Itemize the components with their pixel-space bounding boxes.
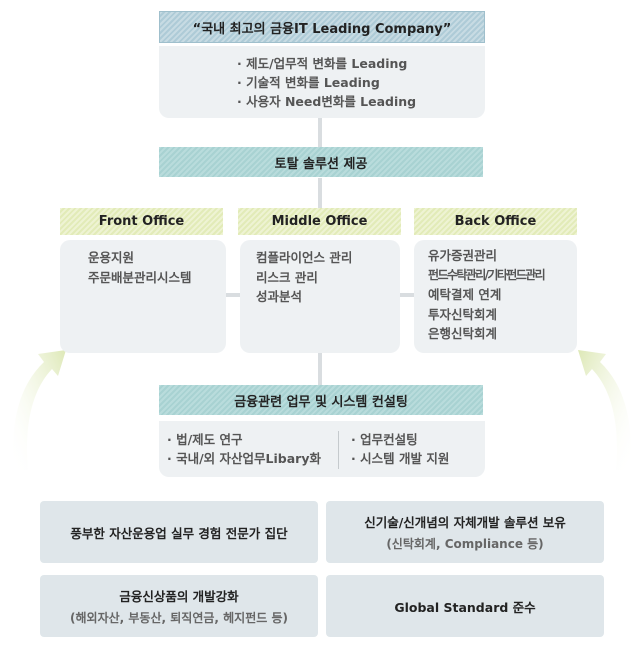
list-item: 주문배분관리시스템 (88, 269, 192, 285)
list-item: 예탁결제 연계 (428, 287, 502, 302)
list-item: 유가증권관리 (428, 248, 498, 263)
strength-card: 금융신상품의 개발강화 (해외자산, 부동산, 퇴직연금, 헤지펀드 등) (40, 575, 318, 637)
vision-list: 제도/업무적 변화를 Leading 기술적 변화를 Leading 사용자 N… (237, 54, 416, 111)
list-item: 업무컨설팅 (351, 430, 449, 449)
connector-top (318, 118, 322, 148)
list-item: 성과분석 (256, 289, 303, 304)
consulting-label: 금융관련 업무 및 시스템 컨설팅 (234, 394, 408, 410)
middle-office-panel: 컴플라이언스 관리 리스크 관리 성과분석 (240, 240, 400, 353)
list-item: 국내/외 자산업무Libary화 (167, 449, 321, 468)
vision-panel: 제도/업무적 변화를 Leading 기술적 변화를 Leading 사용자 N… (159, 46, 485, 118)
connector-total (318, 178, 322, 210)
list-item: 운용지원 (88, 250, 135, 265)
middle-office-list: 컴플라이언스 관리 리스크 관리 성과분석 (256, 248, 352, 307)
consulting-left-list: 법/제도 연구 국내/외 자산업무Libary화 (167, 430, 321, 468)
strength-card: 풍부한 자산운용업 실무 경험 전문가 집단 (40, 501, 318, 563)
front-office-panel: 운용지원 주문배분관리시스템 (60, 240, 226, 353)
list-item: 펀드수탁관리/기타펀드관리 (428, 267, 546, 282)
vision-item: 기술적 변화를 Leading (237, 73, 416, 92)
list-item: 법/제도 연구 (167, 430, 321, 449)
middle-office-header: Middle Office (238, 208, 401, 235)
vision-item: 사용자 Need변화를 Leading (237, 92, 416, 111)
list-item: 리스크 관리 (256, 269, 318, 285)
connector-middle-consulting (318, 352, 322, 386)
consulting-right-list: 업무컨설팅 시스템 개발 지원 (351, 430, 449, 468)
list-item: 투자신탁회계 (428, 306, 498, 322)
total-solution-label: 토탈 솔루션 제공 (274, 156, 368, 172)
front-office-list: 운용지원 주문배분관리시스템 (88, 248, 192, 287)
consulting-bar: 금융관련 업무 및 시스템 컨설팅 (159, 385, 483, 415)
strength-card: 신기술/신개념의 자체개발 솔루션 보유 (신탁회계, Compliance 등… (326, 501, 604, 563)
list-item: 컴플라이언스 관리 (256, 250, 353, 265)
connector-middle-back (400, 293, 416, 297)
consulting-divider (338, 431, 339, 469)
back-office-header: Back Office (414, 208, 577, 235)
consulting-panel: 법/제도 연구 국내/외 자산업무Libary화 업무컨설팅 시스템 개발 지원 (159, 421, 485, 477)
right-cycle-arrow (578, 350, 631, 470)
left-cycle-arrow (13, 350, 67, 470)
front-office-header: Front Office (60, 208, 223, 235)
vision-title: “국내 최고의 금융IT Leading Company” (192, 21, 452, 37)
list-item: 시스템 개발 지원 (351, 449, 449, 468)
back-office-panel: 유가증권관리 펀드수탁관리/기타펀드관리 예탁결제 연계 투자신탁회계 은행신탁… (414, 240, 577, 353)
strength-card: Global Standard 준수 (326, 575, 604, 637)
vision-item: 제도/업무적 변화를 Leading (237, 54, 416, 73)
connector-front-middle (226, 293, 242, 297)
total-solution-bar: 토탈 솔루션 제공 (159, 147, 483, 177)
list-item: 은행신탁회계 (428, 326, 498, 341)
back-office-list: 유가증권관리 펀드수탁관리/기타펀드관리 예탁결제 연계 투자신탁회계 은행신탁… (428, 246, 546, 344)
vision-header: “국내 최고의 금융IT Leading Company” (159, 11, 485, 43)
